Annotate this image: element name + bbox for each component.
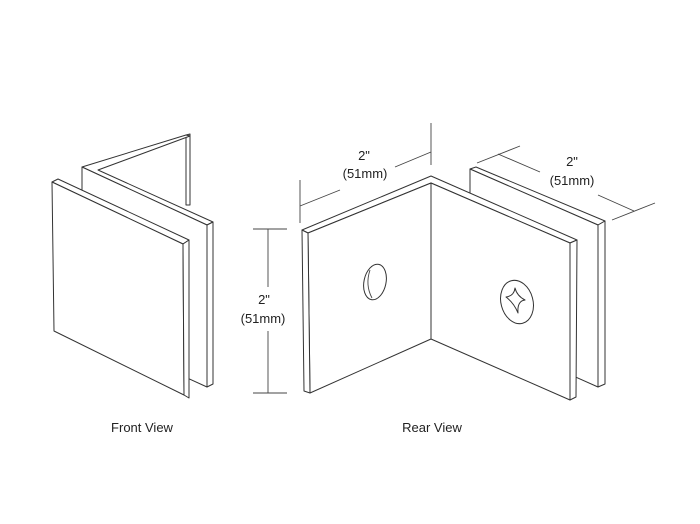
width-dimension-mm: (51mm) bbox=[342, 166, 388, 181]
front-plate-side-edge bbox=[182, 239, 190, 399]
bracket-right-edge bbox=[569, 239, 578, 401]
front-view-label: Front View bbox=[111, 420, 173, 435]
depth-dimension-mm: (51mm) bbox=[549, 173, 595, 188]
bracket-left-edge bbox=[301, 229, 311, 394]
width-dimension-inches: 2" bbox=[358, 148, 370, 163]
phillips-slot-icon bbox=[505, 287, 526, 314]
back-plate-side-edge bbox=[597, 220, 606, 388]
depth-dimension-inches: 2" bbox=[566, 154, 578, 169]
dimension-lines bbox=[253, 123, 656, 394]
front-view-drawing bbox=[51, 133, 214, 399]
back-plate-side-edge bbox=[206, 221, 214, 388]
mounting-hole-inner-edge bbox=[367, 269, 373, 299]
rear-view-drawing bbox=[301, 166, 606, 401]
rear-view-label: Rear View bbox=[402, 420, 462, 435]
height-dimension-mm: (51mm) bbox=[240, 311, 286, 326]
back-plate-rear-edge bbox=[185, 133, 191, 206]
height-dimension-inches: 2" bbox=[258, 292, 270, 307]
